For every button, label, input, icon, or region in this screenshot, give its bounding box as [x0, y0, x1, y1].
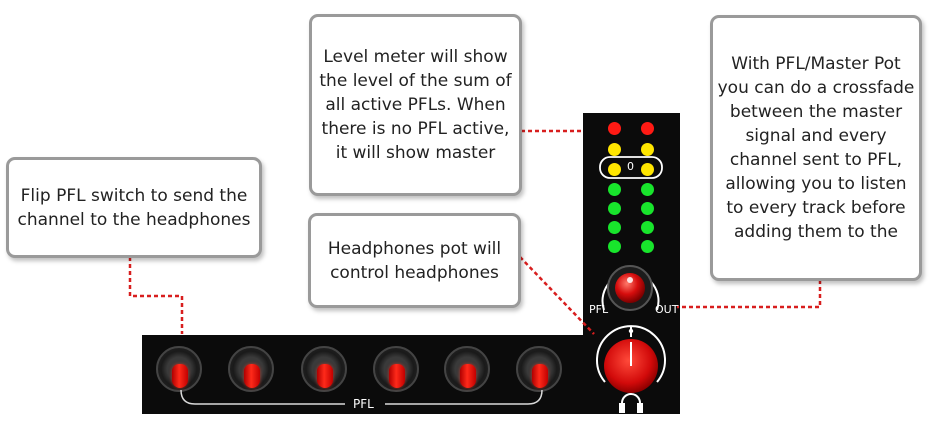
meter-led-r5 [641, 202, 654, 215]
zero-marker-ring [599, 156, 663, 179]
callout-headphones-pot-text: Headphones pot will control headphones [327, 238, 502, 283]
meter-led-r7 [641, 240, 654, 253]
toggle-lever [532, 364, 548, 388]
pfl-bus-bracket [180, 389, 543, 405]
toggle-lever [389, 364, 405, 388]
headphones-icon [619, 393, 643, 413]
callout-headphones-pot: Headphones pot will control headphones [308, 213, 521, 308]
leader-headphones [519, 256, 595, 335]
leader-pfl-master [677, 280, 822, 309]
pfl-toggle-4[interactable] [373, 346, 419, 392]
leader-flip-pfl [128, 257, 184, 334]
pfl-master-knob [615, 273, 645, 303]
callout-level-meter: Level meter will show the level of the s… [309, 14, 522, 196]
pot-right-label: OUT [655, 303, 679, 316]
callout-level-meter-text: Level meter will show the level of the s… [319, 47, 512, 163]
meter-led-l5 [608, 202, 621, 215]
pfl-bus-label: PFL [350, 397, 377, 411]
meter-led-l3 [608, 163, 621, 176]
callout-flip-pfl-text: Flip PFL switch to send the channel to t… [17, 185, 251, 230]
toggle-lever [460, 364, 476, 388]
meter-led-r3 [641, 163, 654, 176]
toggle-lever [172, 364, 188, 388]
meter-led-l6 [608, 221, 621, 234]
headphones-arc [596, 325, 666, 383]
pfl-toggle-5[interactable] [444, 346, 490, 392]
toggle-lever [244, 364, 260, 388]
pot-left-label: PFL [589, 303, 609, 316]
meter-led-l7 [608, 240, 621, 253]
meter-led-r4 [641, 183, 654, 196]
toggle-lever [317, 364, 333, 388]
pfl-toggle-3[interactable] [301, 346, 347, 392]
meter-led-l4 [608, 183, 621, 196]
callout-flip-pfl: Flip PFL switch to send the channel to t… [6, 157, 262, 258]
pfl-toggle-6[interactable] [516, 346, 562, 392]
callout-pfl-master-pot: With PFL/Master Pot you can do a crossfa… [710, 15, 922, 281]
meter-led-r6 [641, 221, 654, 234]
meter-led-l2 [608, 143, 621, 156]
pfl-toggle-2[interactable] [228, 346, 274, 392]
meter-led-r1 [641, 122, 654, 135]
pfl-toggle-1[interactable] [156, 346, 202, 392]
meter-led-l1 [608, 122, 621, 135]
callout-pfl-master-pot-text: With PFL/Master Pot you can do a crossfa… [717, 54, 915, 242]
meter-zero-label: 0 [627, 160, 634, 173]
meter-led-r2 [641, 143, 654, 156]
